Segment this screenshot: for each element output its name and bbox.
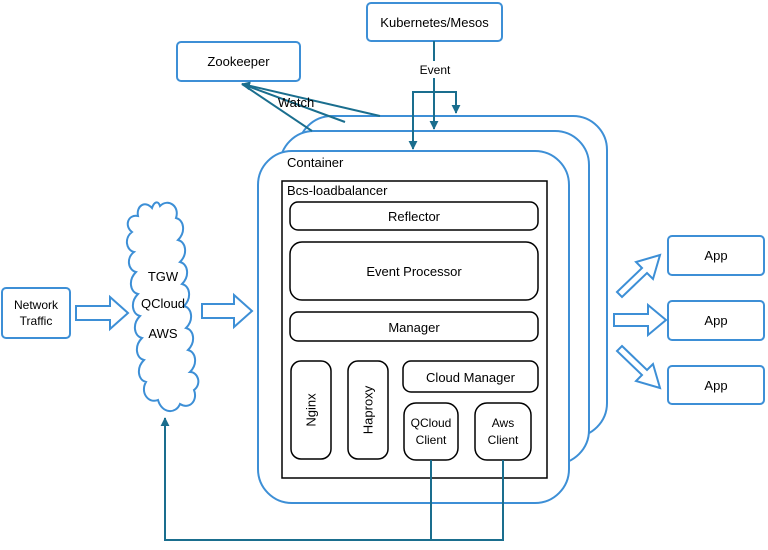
watch-label: Watch [278, 95, 314, 110]
aws-client-label-line2: Client [488, 433, 519, 447]
zookeeper-box [176, 41, 301, 82]
zookeeper-label: Zookeeper [207, 54, 270, 69]
container-to-app-bottom-arrow [615, 344, 662, 390]
qcloud-client-label-line1: QCloud [411, 416, 452, 430]
container-to-app-top-arrow [615, 253, 662, 299]
haproxy-label: Haproxy [361, 385, 376, 434]
qcloud-client-to-cloud-line [160, 417, 432, 541]
traffic-to-cloud-arrow [75, 294, 130, 332]
cloud-to-container-arrow [201, 292, 254, 330]
app-label-2: App [704, 313, 727, 328]
event-label: Event [420, 63, 451, 77]
qcloud-client-label-line2: Client [416, 433, 447, 447]
watch-line-back [241, 81, 381, 117]
event-label-bg [414, 61, 456, 78]
kubernetes-mesos-label: Kubernetes/Mesos [380, 15, 489, 30]
cloud-manager-label: Cloud Manager [426, 370, 516, 385]
app-box-1 [667, 235, 765, 276]
aws-client-label-line1: Aws [492, 416, 514, 430]
nginx-label: Nginx [304, 393, 319, 427]
container-label: Container [287, 155, 344, 170]
app-box-3 [667, 365, 765, 405]
manager-box [289, 311, 539, 342]
manager-label: Manager [388, 320, 440, 335]
app-label-3: App [704, 378, 727, 393]
event-arrow-front [408, 91, 434, 150]
reflector-box [289, 201, 539, 231]
cloud-manager-box [402, 360, 539, 393]
app-box-2 [667, 300, 765, 341]
cloud-shape [126, 201, 200, 412]
bcs-loadbalancer-label: Bcs-loadbalancer [287, 183, 388, 198]
qcloud-client-box [403, 402, 459, 461]
network-traffic-label-line1: Network [14, 298, 59, 312]
event-arrow-back [434, 91, 461, 114]
cloud-aws-label: AWS [148, 326, 177, 341]
watch-line-front [241, 83, 313, 132]
network-traffic-box [1, 287, 71, 339]
nginx-box [290, 360, 332, 460]
cloud-qcloud-label: QCloud [141, 296, 185, 311]
app-label-1: App [704, 248, 727, 263]
cloud-tgw-label: TGW [148, 269, 179, 284]
watch-line-middle [241, 83, 346, 123]
container-to-app-middle-arrow [613, 302, 668, 338]
reflector-label: Reflector [388, 209, 441, 224]
event-processor-label: Event Processor [366, 264, 462, 279]
aws-client-to-cloud-line [431, 460, 504, 541]
haproxy-box [347, 360, 389, 460]
aws-client-box [474, 402, 532, 461]
network-traffic-label-line2: Traffic [20, 314, 53, 328]
event-processor-box [289, 241, 539, 301]
